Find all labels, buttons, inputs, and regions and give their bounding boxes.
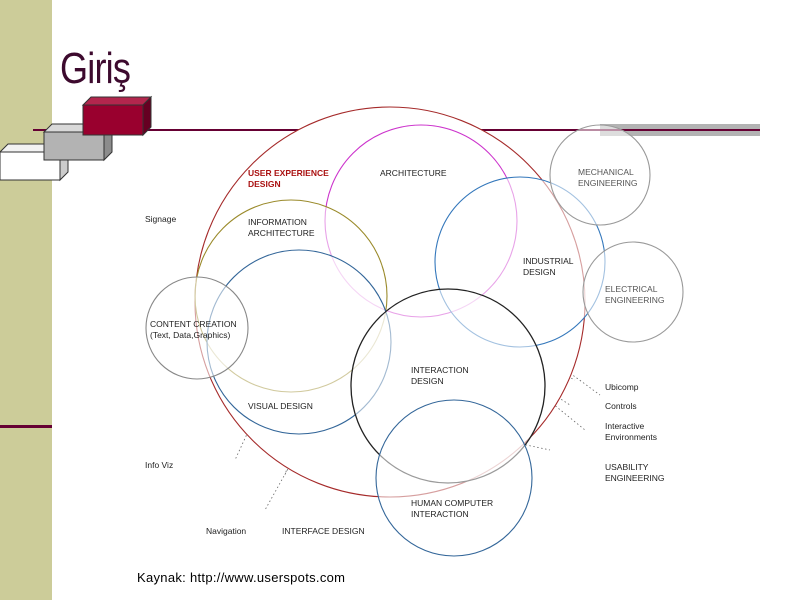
label-content-creation: CONTENT CREATION(Text, Data,Graphics) — [150, 319, 237, 340]
label-visual-design: VISUAL DESIGN — [248, 401, 313, 411]
slide-title: Giriş — [60, 44, 131, 93]
circle-electrical-engineering — [582, 241, 684, 343]
label-ubicomp: Ubicomp — [605, 382, 639, 392]
circle-content-creation — [145, 276, 249, 380]
circle-human-computer-interaction — [375, 399, 533, 557]
label-architecture: ARCHITECTURE — [380, 168, 447, 178]
stacked-boxes-decoration — [0, 95, 153, 182]
left-accent-line — [0, 425, 52, 428]
label-navigation: Navigation — [206, 526, 246, 536]
left-decorative-band — [0, 0, 52, 600]
source-citation: Kaynak: http://www.userspots.com — [137, 570, 346, 585]
label-info-viz: Info Viz — [145, 460, 173, 470]
label-controls: Controls — [605, 401, 637, 411]
label-interface-design: INTERFACE DESIGN — [282, 526, 365, 536]
circle-mechanical-engineering — [549, 124, 651, 226]
label-signage: Signage — [145, 214, 176, 224]
